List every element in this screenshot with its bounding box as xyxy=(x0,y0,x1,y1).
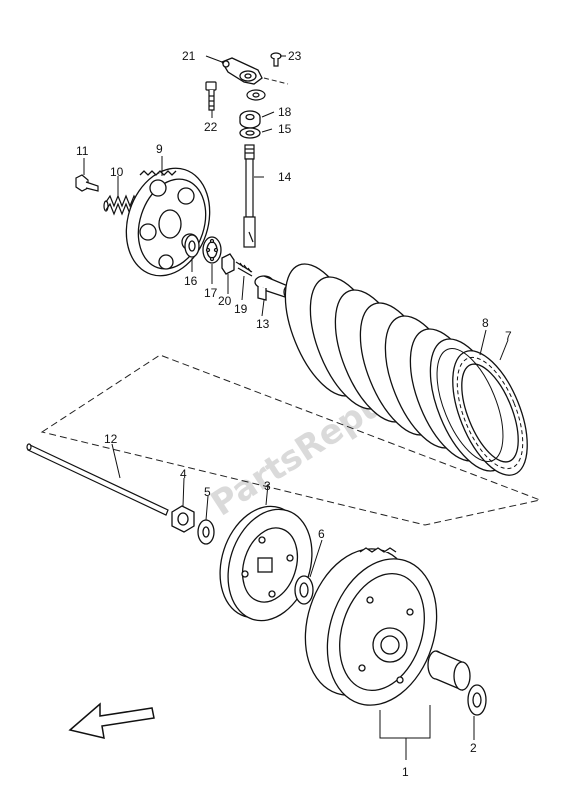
nut-part-20 xyxy=(221,253,235,275)
washer-part-5 xyxy=(197,519,215,545)
callout-6: 6 xyxy=(318,527,325,541)
primary-driven-gear-part-1 xyxy=(304,547,438,706)
callout-22: 22 xyxy=(204,120,218,134)
washer-part-16 xyxy=(184,234,200,258)
clutch-sleeve-hub-part-3 xyxy=(219,505,313,622)
callout-5: 5 xyxy=(204,485,211,499)
push-rod-part-12 xyxy=(26,443,169,516)
callout-20: 20 xyxy=(218,294,232,308)
screw-part-19 xyxy=(235,261,253,277)
callout-2: 2 xyxy=(470,741,477,755)
washer-part-2 xyxy=(467,684,487,716)
oil-seal-part-18 xyxy=(239,110,261,129)
spacer-sleeve xyxy=(427,650,471,691)
leader-lines xyxy=(83,55,509,760)
callout-13: 13 xyxy=(256,317,270,331)
drive-plate-part-7 xyxy=(456,356,524,470)
callout-17: 17 xyxy=(204,286,218,300)
clutch-plate-part-8 xyxy=(436,348,504,462)
front-direction-arrow-icon xyxy=(68,702,155,739)
callout-8: 8 xyxy=(482,316,489,330)
screw-part-23 xyxy=(270,52,282,67)
callout-14: 14 xyxy=(278,170,292,184)
callout-labels: 1 2 3 4 5 6 7 8 9 10 11 12 13 14 15 16 1… xyxy=(76,49,512,779)
arm-washer xyxy=(246,89,266,101)
callout-16: 16 xyxy=(184,274,198,288)
bolt-part-22 xyxy=(205,81,217,111)
callout-7: 7 xyxy=(505,329,512,343)
assembly-dashed-frame xyxy=(40,354,542,526)
callout-12: 12 xyxy=(104,432,118,446)
bolt-part-11 xyxy=(75,174,99,192)
washer-part-15 xyxy=(239,127,261,139)
callout-18: 18 xyxy=(278,105,292,119)
nut-part-4 xyxy=(171,505,195,533)
clutch-plate-stack xyxy=(284,263,528,476)
callout-19: 19 xyxy=(234,302,248,316)
callout-15: 15 xyxy=(278,122,292,136)
arm-assembly-line xyxy=(263,77,289,85)
callout-10: 10 xyxy=(110,165,124,179)
callout-11: 11 xyxy=(76,144,89,158)
callout-9: 9 xyxy=(156,142,163,156)
release-shaft-part-14 xyxy=(243,144,256,248)
release-arm-part-21 xyxy=(221,57,263,85)
callout-3: 3 xyxy=(264,479,271,493)
thrust-washer-part-6 xyxy=(294,575,314,605)
callout-23: 23 xyxy=(288,49,302,63)
callout-1: 1 xyxy=(402,765,409,779)
callout-21: 21 xyxy=(182,49,196,63)
callout-4: 4 xyxy=(180,467,187,481)
bearing-part-17 xyxy=(202,236,222,264)
pressure-plate-part-9 xyxy=(125,167,211,277)
